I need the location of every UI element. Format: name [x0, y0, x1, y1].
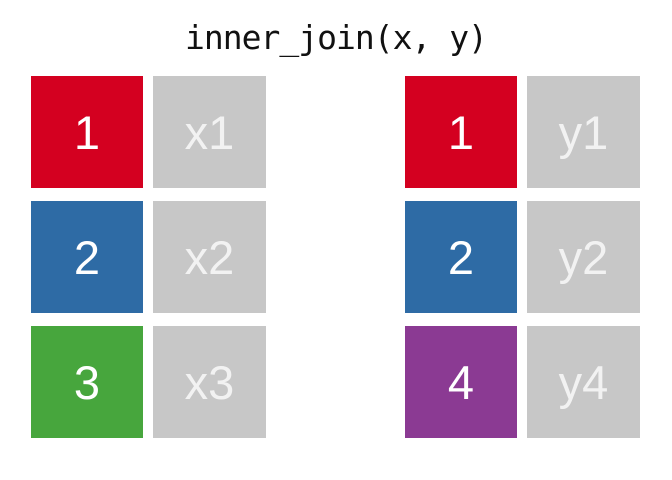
table-y-value-cell: y2	[527, 201, 640, 313]
table-y: 1 y1 2 y2 4 y4	[405, 76, 640, 438]
table-y-value-cell: y4	[527, 326, 640, 438]
diagram-title: inner_join(x, y)	[185, 18, 488, 57]
table-y-value-cell: y1	[527, 76, 640, 188]
table-x: 1 x1 2 x2 3 x3	[31, 76, 266, 438]
table-x-value-cell: x3	[153, 326, 266, 438]
table-x-key-cell: 3	[31, 326, 143, 438]
table-x-key-cell: 1	[31, 76, 143, 188]
table-y-key-cell: 2	[405, 201, 517, 313]
table-y-key-cell: 1	[405, 76, 517, 188]
table-x-value-cell: x1	[153, 76, 266, 188]
table-x-value-cell: x2	[153, 201, 266, 313]
table-y-key-cell: 4	[405, 326, 517, 438]
table-x-key-cell: 2	[31, 201, 143, 313]
